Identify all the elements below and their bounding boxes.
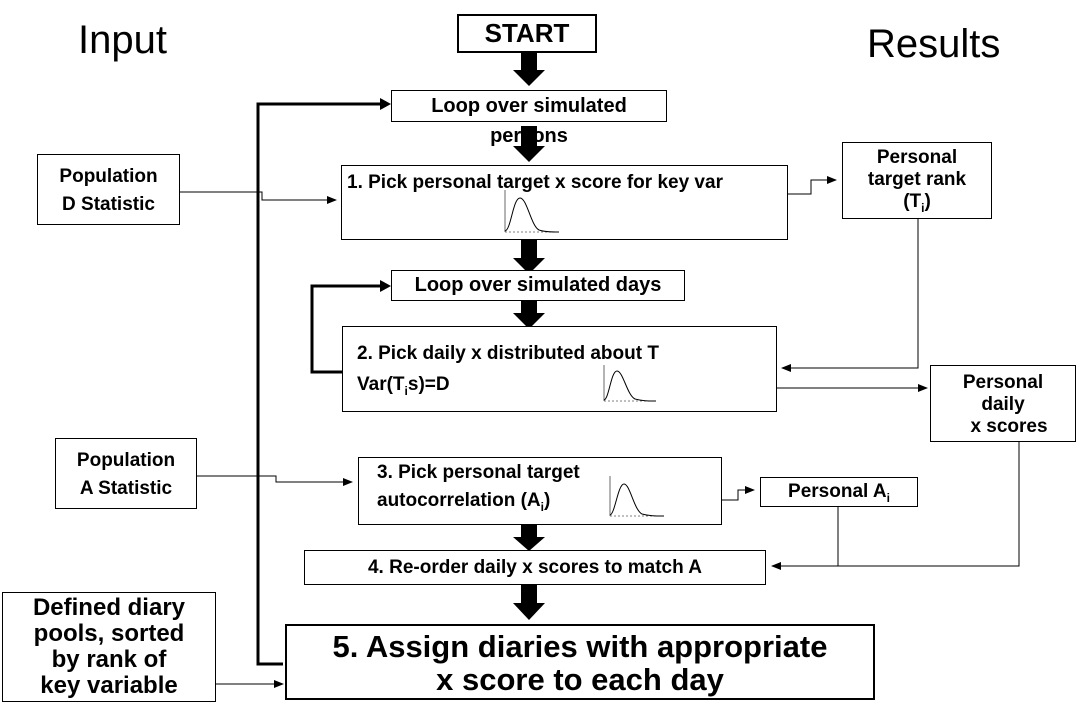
diary-line1: Defined diary <box>32 594 186 621</box>
step4-label: 4. Re-order daily x scores to match A <box>367 557 703 578</box>
daily-scores-box: Personal daily x scores <box>930 365 1076 442</box>
step3-label-line1: 3. Pick personal target <box>377 462 580 483</box>
step2-label: 2. Pick daily x distributed about T <box>357 343 659 364</box>
block-arrow-step1 <box>513 240 545 274</box>
connector-pop-d <box>180 191 337 204</box>
step5-box: 5. Assign diaries with appropriate x sco… <box>285 624 875 700</box>
loop-persons-line <box>256 98 391 666</box>
block-arrow-loop-days <box>513 299 545 329</box>
connector-pop-a <box>197 475 353 486</box>
pop-d-box: Population D Statistic <box>37 154 180 225</box>
connector-rank-step2 <box>781 219 919 372</box>
target-rank-line3: (Ti) <box>903 191 931 215</box>
diary-line4: key variable <box>40 672 178 699</box>
personal-a-label: Personal Ai <box>788 481 890 505</box>
distribution-icon <box>504 190 560 233</box>
loop-persons-label: Loop over simulated persons <box>431 95 627 147</box>
step4-box: 4. Re-order daily x scores to match A <box>304 550 766 585</box>
step3-box: 3. Pick personal target autocorrelation … <box>358 457 722 525</box>
input-heading: Input <box>78 18 167 62</box>
step1-label: 1. Pick personal target x score for key … <box>347 172 723 193</box>
pop-a-box: Population A Statistic <box>55 438 197 509</box>
pop-a-line2: A Statistic <box>79 478 173 499</box>
start-box: START <box>457 14 597 53</box>
target-rank-line2: target rank <box>867 169 967 190</box>
diary-line2: pools, sorted <box>33 620 185 647</box>
block-arrow-step3 <box>513 525 545 551</box>
block-arrow-step4 <box>513 585 545 620</box>
daily-line1: Personal <box>962 372 1044 393</box>
step2-box: 2. Pick daily x distributed about T Var(… <box>342 326 777 412</box>
block-arrow-loop-persons <box>513 126 545 162</box>
loop-days-line <box>310 280 391 374</box>
diary-pools-box: Defined diary pools, sorted by rank of k… <box>2 592 216 702</box>
step2-var-label: Var(Tis)=D <box>357 374 450 398</box>
pop-d-line1: Population <box>59 166 158 187</box>
step5-line1: 5. Assign diaries with appropriate <box>332 629 828 664</box>
connector-step3-a <box>722 486 755 501</box>
pop-d-line2: D Statistic <box>62 194 155 215</box>
pop-a-line1: Population <box>76 450 176 471</box>
target-rank-line1: Personal <box>876 147 958 168</box>
personal-a-box: Personal Ai <box>760 477 918 507</box>
distribution-icon <box>603 365 657 402</box>
step3-label-line2: autocorrelation (Ai) <box>377 490 551 514</box>
target-rank-box: Personal target rank (Ti) <box>842 142 992 219</box>
results-heading: Results <box>867 22 1001 66</box>
step1-box: 1. Pick personal target x score for key … <box>341 165 788 240</box>
loop-days-label: Loop over simulated days <box>414 274 662 296</box>
start-label: START <box>484 18 570 48</box>
block-arrow-start <box>513 50 545 86</box>
daily-line3: x scores <box>970 416 1048 437</box>
step5-line2: x score to each day <box>436 662 724 697</box>
daily-line2: daily <box>981 394 1025 415</box>
diary-line3: by rank of <box>51 646 167 673</box>
loop-persons-box: Loop over simulated persons <box>391 90 667 147</box>
connector-step1-rank <box>788 176 837 195</box>
distribution-icon <box>609 476 665 517</box>
loop-days-box: Loop over simulated days <box>391 270 685 301</box>
connector-daily-step4 <box>771 442 1020 570</box>
